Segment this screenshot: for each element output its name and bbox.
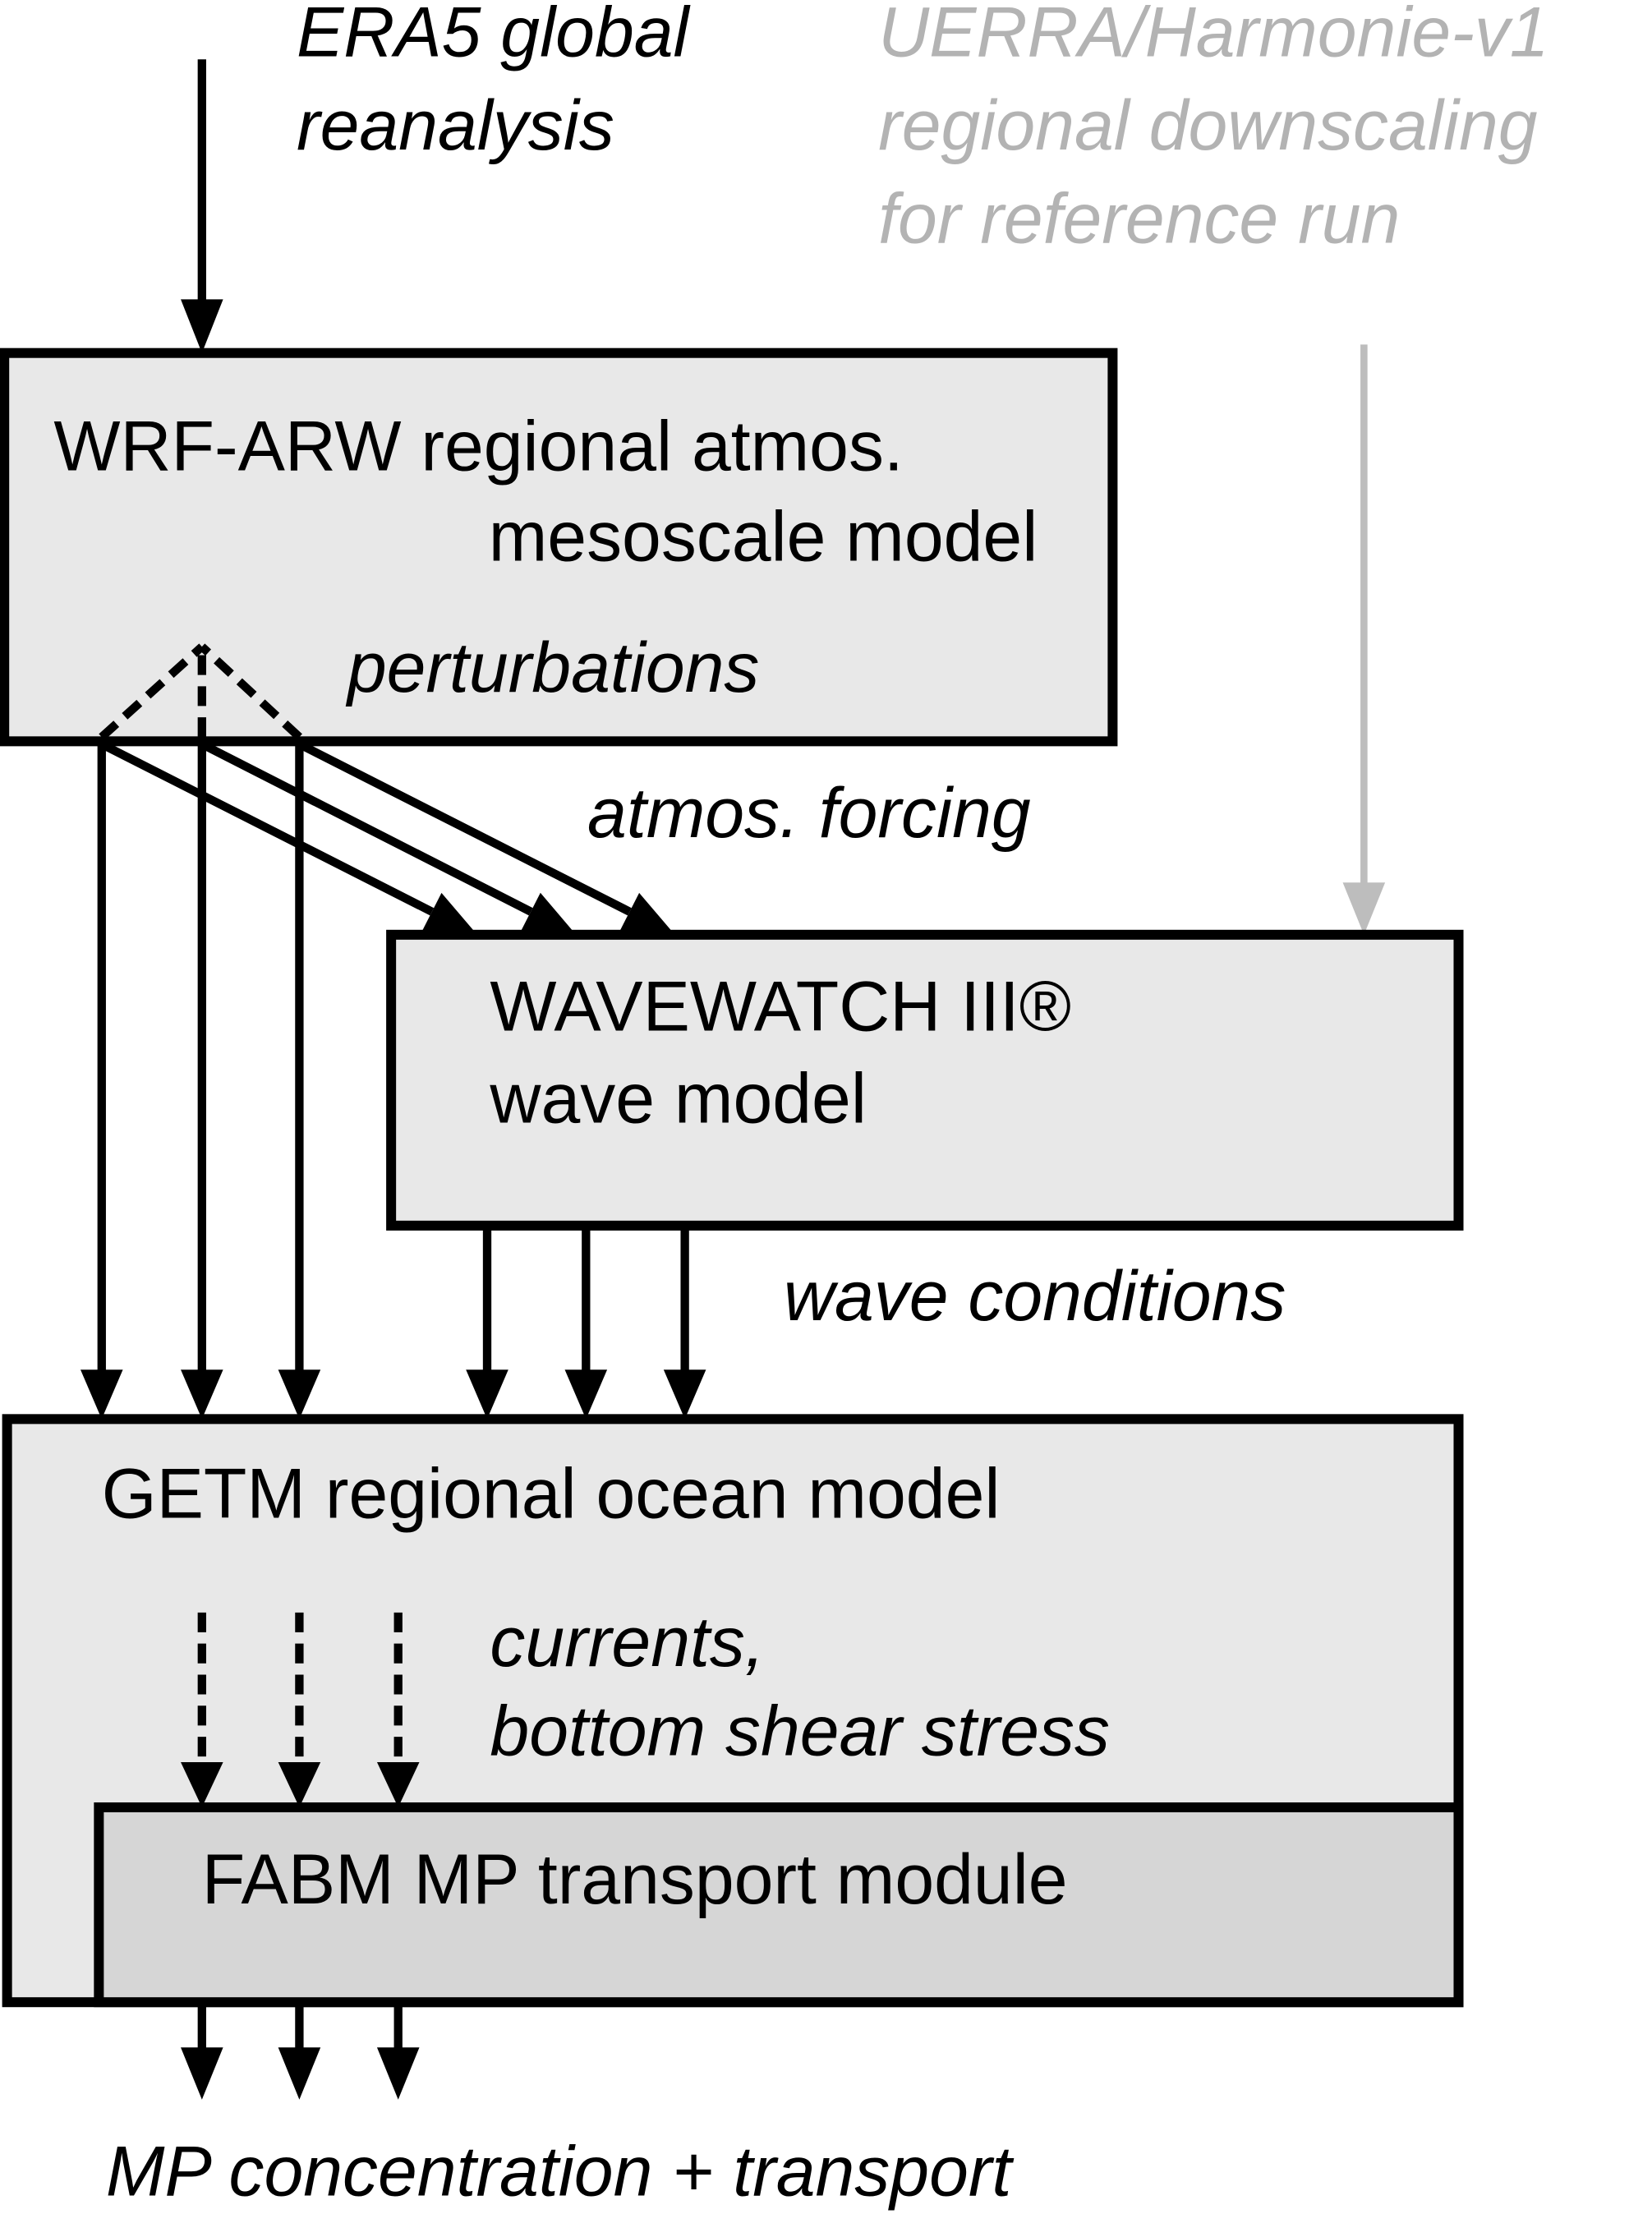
getm-title: GETM regional ocean model (102, 1455, 1001, 1534)
currents-label-line2: bottom shear stress (490, 1692, 1110, 1770)
output-arrow-3-head (376, 2047, 420, 2100)
wavewatch-box-rect (386, 929, 1464, 1231)
wrf-title-line2: mesoscale model (489, 497, 1038, 576)
forcing-diag-2-shaft (200, 740, 533, 916)
uerra-label-line2: regional downscaling (878, 86, 1538, 165)
output-label: MP concentration + transport (106, 2133, 1015, 2212)
currents-arrow-3-head (376, 1762, 420, 1807)
perturbation-dash-left (99, 643, 205, 741)
atmos-forcing-to-wavewatch: atmos. forcing (99, 740, 1031, 935)
wavewatch-title-line2: wave model (489, 1059, 866, 1138)
currents-arrow-2-head (278, 1762, 321, 1807)
forcing-arrow-3-head (278, 1369, 321, 1420)
forcing-diag-1-shaft (99, 740, 435, 916)
wave-arrow-1-head (466, 1369, 508, 1420)
era5-arrow-head (181, 299, 223, 353)
wave-arrow-3-head (663, 1369, 706, 1420)
era5-input: ERA5 global reanalysis (181, 0, 692, 353)
perturbation-dash-right (199, 643, 302, 740)
forcing-diag-3-shaft (297, 740, 632, 916)
wave-conditions-label: wave conditions (784, 1257, 1286, 1336)
uerra-label-line1: UERRA/Harmonie-v1 (878, 0, 1548, 72)
output-arrow-2-head (278, 2047, 321, 2100)
output-arrow-1-head (181, 2047, 223, 2100)
wrf-title-line1: WRF-ARW regional atmos. (53, 407, 903, 486)
fabm-box-rect (94, 1802, 1464, 2008)
currents-arrow-1-head (181, 1762, 223, 1807)
fabm-box: FABM MP transport module (94, 1802, 1464, 2008)
uerra-arrow-head (1342, 882, 1386, 935)
forcing-arrow-2-head (181, 1369, 223, 1420)
wave-conditions-arrows: wave conditions (466, 1225, 1286, 1420)
forcing-diag-2-head (521, 892, 577, 935)
output-arrows: MP concentration + transport (106, 2002, 1015, 2212)
forcing-arrow-1-head (81, 1369, 123, 1420)
atmos-forcing-label: atmos. forcing (587, 774, 1031, 853)
uerra-input: UERRA/Harmonie-v1 regional downscaling f… (878, 0, 1549, 935)
wavewatch-title-line1: WAVEWATCH III® (490, 968, 1071, 1047)
fabm-title: FABM MP transport module (202, 1840, 1068, 1919)
forcing-diag-3-head (619, 892, 675, 935)
uerra-label-line3: for reference run (878, 180, 1400, 259)
atmos-forcing-to-getm (81, 741, 321, 1420)
forcing-diag-1-head (422, 892, 477, 935)
wrf-box: WRF-ARW regional atmos. mesoscale model … (0, 348, 1118, 747)
wrf-box-rect (0, 348, 1118, 747)
wavewatch-box: WAVEWATCH III® wave model (386, 929, 1464, 1231)
perturbations-label: perturbations (345, 628, 760, 707)
wave-arrow-2-head (564, 1369, 608, 1420)
currents-label-line1: currents, (490, 1603, 764, 1682)
era5-label-line1: ERA5 global (297, 0, 692, 72)
era5-label-line2: reanalysis (297, 86, 614, 165)
